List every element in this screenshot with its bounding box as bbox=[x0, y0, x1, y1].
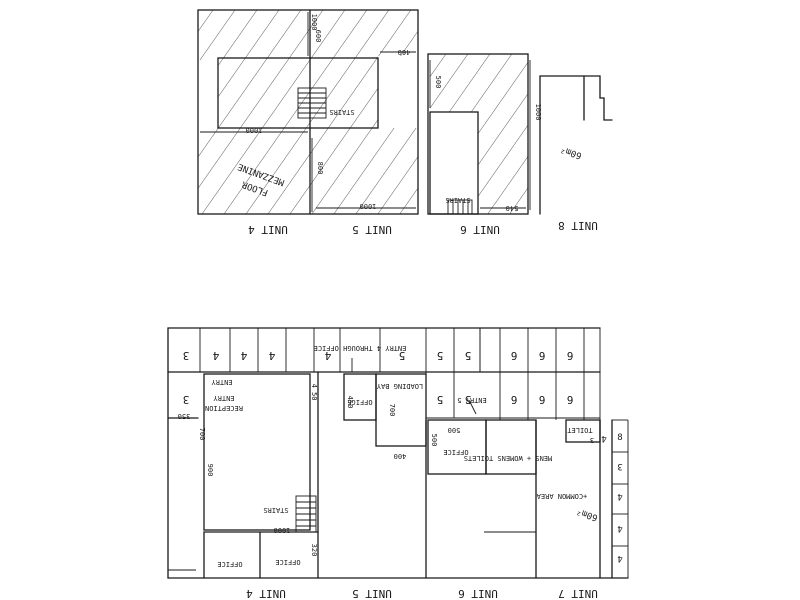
bay-number: 6 bbox=[539, 393, 546, 406]
bay-number: 6 bbox=[539, 349, 546, 362]
lower-plan: UNIT 4 UNIT 5 UNIT 6 UNIT 7 RECEPTION EN… bbox=[167, 327, 629, 600]
mezzanine-hatch bbox=[198, 10, 418, 214]
upper-unit-label: UNIT 5 bbox=[352, 223, 392, 236]
dimension-label: 600 bbox=[314, 30, 322, 43]
room-label: OFFICE bbox=[443, 448, 468, 456]
unit4-room bbox=[203, 373, 311, 531]
area-label: 60m² bbox=[559, 143, 583, 160]
room-label: +COMMON AREA bbox=[536, 492, 587, 500]
room-label: OFFICE bbox=[347, 398, 372, 406]
dimension-label: 700 bbox=[198, 428, 206, 441]
dimension-label: 900 bbox=[206, 464, 214, 477]
bay-number: 6 bbox=[567, 393, 574, 406]
lower-unit-label: UNIT 4 bbox=[246, 587, 286, 600]
dimension-label: 1000 bbox=[310, 14, 318, 31]
upper-unit-label: UNIT 4 bbox=[248, 223, 288, 236]
lower-unit-label: UNIT 6 bbox=[458, 587, 498, 600]
dimension-label: 450 bbox=[346, 396, 354, 409]
room-label: ENTRY bbox=[213, 394, 235, 402]
units-4-5-outline bbox=[197, 9, 419, 215]
stairs-symbol-upper bbox=[297, 87, 327, 119]
bay-number: 5 bbox=[437, 393, 444, 406]
room-label: ENTRY 4 THROUGH OFFICE bbox=[314, 344, 407, 352]
bay-number: 4 bbox=[324, 349, 331, 362]
room-label: OFFICE bbox=[217, 560, 242, 568]
bay-number: 6 bbox=[511, 349, 518, 362]
dimension-label: 540 bbox=[506, 204, 519, 212]
dimension-label: 4 50 bbox=[310, 384, 318, 401]
bay-number: 5 bbox=[465, 393, 472, 406]
dimension-label: 1000 bbox=[360, 202, 377, 210]
bay-number: 3 bbox=[183, 393, 190, 406]
stairs-label: STAIRS bbox=[445, 196, 470, 204]
bay-number: 5 bbox=[437, 349, 444, 362]
bay-number: 4 bbox=[601, 433, 606, 443]
room-label: ENTRY bbox=[211, 378, 233, 386]
mezzanine-opening bbox=[217, 57, 379, 129]
stairs-symbol-lower bbox=[295, 495, 317, 533]
dimension-label: 500 bbox=[430, 434, 438, 447]
bay-number: 3 bbox=[183, 349, 190, 362]
room-label: STAIRS bbox=[263, 506, 288, 514]
upper-plan: UNIT 4 UNIT 5 UNIT 6 UNIT 8 MEZZANINE FL… bbox=[197, 9, 613, 236]
bay-number: 4 bbox=[617, 553, 622, 563]
lower-unit-label: UNIT 7 bbox=[558, 587, 598, 600]
room-label: OFFICE bbox=[275, 558, 300, 566]
upper-unit-label: UNIT 8 bbox=[558, 219, 598, 232]
toilets bbox=[485, 419, 537, 475]
bay-number: 8 bbox=[617, 433, 622, 443]
dimension-label: 700 bbox=[388, 404, 396, 417]
dimension-label: 350 bbox=[178, 412, 191, 420]
dimension-label: 800 bbox=[316, 162, 324, 175]
dimension-label: 320 bbox=[310, 544, 318, 557]
room-label: MENS + WOMENS TOILETS bbox=[464, 454, 553, 462]
room-label: ENTRY 5 bbox=[457, 396, 487, 404]
dimension-label: 500 bbox=[448, 426, 461, 434]
bay-number: 4 bbox=[240, 349, 247, 362]
dimension-label: 460 bbox=[398, 48, 411, 56]
bay-number: 4 bbox=[617, 491, 622, 501]
bay-number: 6 bbox=[511, 393, 518, 406]
room-label: RECEPTION bbox=[205, 404, 243, 412]
lower-unit-label: UNIT 5 bbox=[352, 587, 392, 600]
bay-number: 4 bbox=[617, 523, 622, 533]
dimension-label: 1000 bbox=[246, 126, 263, 134]
bay-number: 5 bbox=[399, 349, 406, 362]
room-label: LOADING BAY bbox=[376, 382, 423, 390]
bay-number: 4 bbox=[212, 349, 219, 362]
bay-number: 6 bbox=[567, 349, 574, 362]
area-label: 60m² bbox=[575, 505, 599, 522]
dimension-label: 400 bbox=[394, 452, 407, 460]
unit5-loading-bay bbox=[375, 373, 427, 447]
dimension-label: 1000 bbox=[534, 104, 542, 121]
stairs-symbol-unit6 bbox=[447, 199, 473, 215]
room-label: TOILET bbox=[567, 426, 593, 434]
dimension-label: 500 bbox=[434, 76, 442, 89]
unit8-outline bbox=[539, 75, 613, 121]
bay-number: 5 bbox=[465, 349, 472, 362]
bay-number: 3 bbox=[617, 461, 622, 471]
bay-number: 3 bbox=[590, 436, 594, 444]
dimension-label: 1000 bbox=[274, 526, 291, 534]
stairs-label: STAIRS bbox=[329, 108, 354, 116]
bay-number: 4 bbox=[268, 349, 275, 362]
upper-unit-label: UNIT 6 bbox=[460, 223, 500, 236]
